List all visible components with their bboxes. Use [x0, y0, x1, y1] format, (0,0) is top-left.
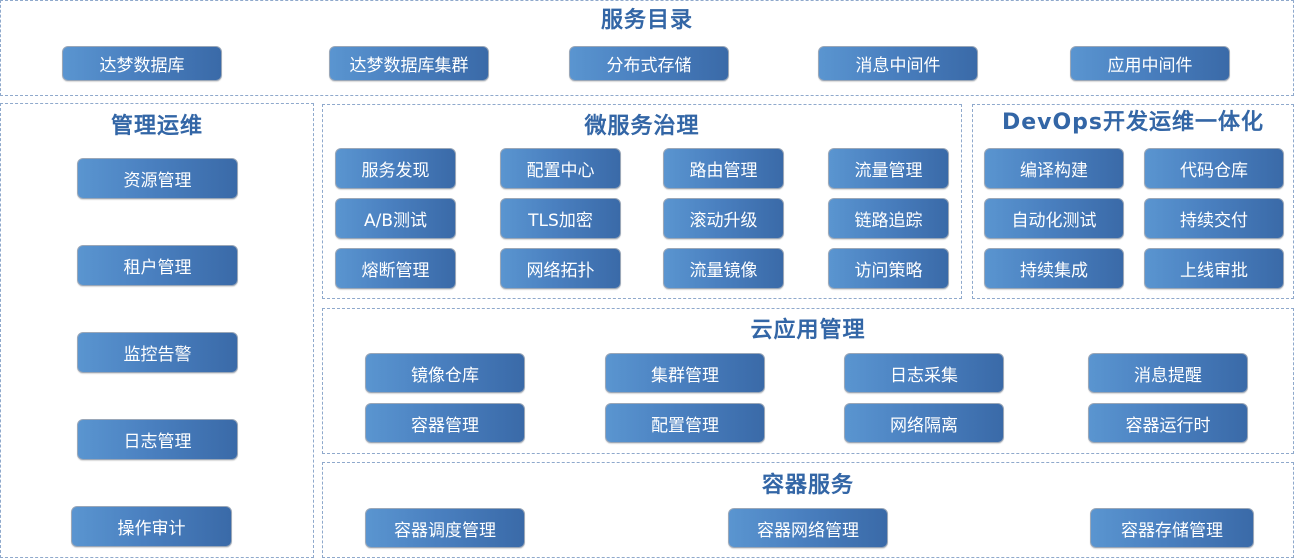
- microservice-button-5[interactable]: A/B测试: [335, 198, 456, 239]
- microservice-button-4[interactable]: 流量管理: [828, 148, 949, 189]
- ops-operation-audit-button[interactable]: 操作审计: [71, 506, 232, 547]
- microservice-button-12[interactable]: 访问策略: [828, 248, 949, 289]
- cloud-app-management-title: 云应用管理: [750, 318, 866, 343]
- cloud-app-label: 容器运行时: [1125, 415, 1211, 436]
- devops-panel: DevOps开发运维一体化 编译构建 代码仓库自动化测试 持续交付持续集成 上线审批: [972, 104, 1294, 299]
- devops-label: 自动化测试: [1011, 211, 1097, 231]
- microservice-label: 流量镜像: [689, 261, 758, 281]
- microservice-button-3[interactable]: 路由管理: [663, 148, 784, 189]
- container-network-button[interactable]: 容器网络管理: [728, 508, 888, 548]
- devops-label: 持续集成: [1020, 261, 1088, 281]
- microservice-button-2[interactable]: 配置中心: [500, 148, 621, 189]
- service-catalog-panel: 服务目录 达梦数据库 达梦数据库集群 分布式存储 消息中间件 应用中间件: [0, 0, 1294, 96]
- microservice-button-7[interactable]: 滚动升级: [663, 198, 784, 239]
- microservice-label: TLS加密: [528, 211, 593, 231]
- catalog-message-middleware-button[interactable]: 消息中间件: [818, 46, 978, 81]
- container-service-panel: 容器服务 容器调度管理 容器网络管理 容器存储管理: [322, 462, 1294, 558]
- microservice-label: 访问策略: [854, 261, 923, 281]
- cloud-app-button-7[interactable]: 网络隔离: [844, 403, 1004, 443]
- devops-label: 代码仓库: [1180, 161, 1248, 181]
- devops-button-6[interactable]: 上线审批: [1144, 248, 1284, 289]
- devops-label: 编译构建: [1020, 161, 1088, 181]
- microservice-label: 滚动升级: [689, 211, 758, 231]
- container-storage-button[interactable]: 容器存储管理: [1090, 508, 1254, 548]
- microservice-button-6[interactable]: TLS加密: [500, 198, 621, 239]
- cloud-app-button-6[interactable]: 配置管理: [605, 403, 765, 443]
- microservice-label: 网络拓扑: [526, 261, 595, 281]
- microservice-label: 流量管理: [854, 161, 923, 181]
- cloud-app-button-2[interactable]: 集群管理: [605, 353, 765, 393]
- microservice-button-1[interactable]: 服务发现: [335, 148, 456, 189]
- devops-button-1[interactable]: 编译构建: [984, 148, 1124, 189]
- ops-resource-management-button[interactable]: 资源管理: [77, 158, 238, 199]
- ops-monitoring-alerts-button[interactable]: 监控告警: [77, 332, 238, 373]
- ops-management-panel: 管理运维 资源管理 租户管理 监控告警 日志管理 操作审计: [0, 103, 314, 558]
- microservice-label: 服务发现: [361, 161, 430, 181]
- cloud-app-label: 集群管理: [651, 365, 719, 386]
- devops-button-4[interactable]: 持续交付: [1144, 198, 1284, 239]
- microservice-label: 路由管理: [689, 161, 758, 181]
- microservice-button-10[interactable]: 网络拓扑: [500, 248, 621, 289]
- cloud-app-button-5[interactable]: 容器管理: [365, 403, 525, 443]
- cloud-app-label: 日志采集: [890, 365, 958, 386]
- microservice-label: A/B测试: [363, 211, 428, 231]
- ops-tenant-management-button[interactable]: 租户管理: [77, 245, 238, 286]
- cloud-app-management-panel: 云应用管理 镜像仓库 集群管理 日志采集 消息提醒容器管理 配置管理 网络隔离 容器运行时: [322, 308, 1294, 454]
- devops-label: 上线审批: [1180, 261, 1248, 281]
- cloud-app-label: 配置管理: [651, 415, 719, 436]
- cloud-app-button-4[interactable]: 消息提醒: [1088, 353, 1248, 393]
- container-scheduling-button[interactable]: 容器调度管理: [365, 508, 525, 548]
- microservice-label: 链路追踪: [854, 211, 923, 231]
- catalog-distributed-storage-button[interactable]: 分布式存储: [569, 46, 729, 81]
- devops-button-5[interactable]: 持续集成: [984, 248, 1124, 289]
- devops-title: DevOps开发运维一体化: [1001, 110, 1265, 135]
- microservice-governance-panel: 微服务治理 服务发现 配置中心 路由管理 流量管理 A/B测试 TLS加密 滚动升级 链路追踪…: [322, 104, 962, 299]
- microservice-button-8[interactable]: 链路追踪: [828, 198, 949, 239]
- microservice-label: 配置中心: [526, 161, 595, 181]
- devops-button-3[interactable]: 自动化测试: [984, 198, 1124, 239]
- cloud-app-button-1[interactable]: 镜像仓库: [365, 353, 525, 393]
- cloud-app-label: 镜像仓库: [411, 365, 479, 386]
- ops-log-management-button[interactable]: 日志管理: [77, 419, 238, 460]
- cloud-app-label: 容器管理: [411, 415, 479, 436]
- catalog-app-middleware-button[interactable]: 应用中间件: [1070, 46, 1230, 81]
- service-catalog-title: 服务目录: [600, 8, 693, 33]
- microservice-governance-title: 微服务治理: [584, 114, 700, 139]
- cloud-app-label: 消息提醒: [1134, 365, 1202, 386]
- cloud-app-button-3[interactable]: 日志采集: [844, 353, 1004, 393]
- microservice-button-11[interactable]: 流量镜像: [663, 248, 784, 289]
- devops-label: 持续交付: [1180, 211, 1248, 231]
- catalog-dameng-cluster-button[interactable]: 达梦数据库集群: [329, 46, 489, 81]
- microservice-label: 熔断管理: [361, 261, 430, 281]
- cloud-app-label: 网络隔离: [890, 415, 958, 436]
- devops-button-2[interactable]: 代码仓库: [1144, 148, 1284, 189]
- cloud-app-button-8[interactable]: 容器运行时: [1088, 403, 1248, 443]
- ops-management-title: 管理运维: [110, 114, 203, 139]
- microservice-button-9[interactable]: 熔断管理: [335, 248, 456, 289]
- container-service-title: 容器服务: [761, 473, 854, 498]
- catalog-dameng-db-button[interactable]: 达梦数据库: [62, 46, 222, 81]
